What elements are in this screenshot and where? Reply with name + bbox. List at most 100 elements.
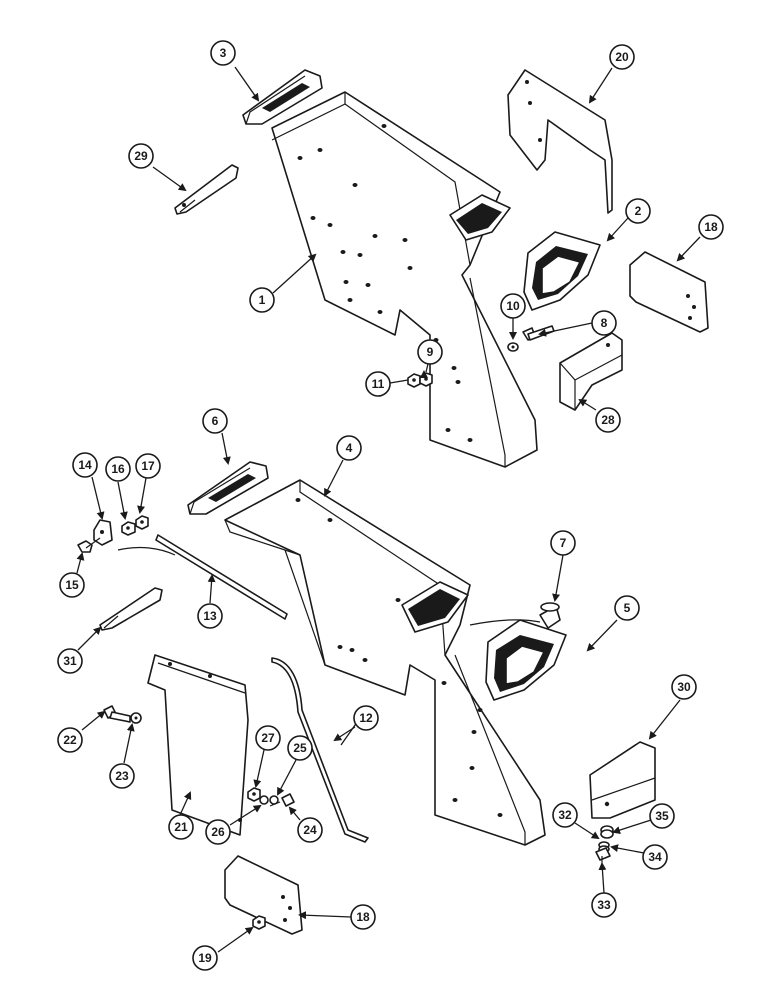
nut-11: [407, 373, 421, 388]
callout-12: 12: [353, 705, 379, 731]
callout-30: 30: [671, 674, 697, 700]
callout-13: 13: [197, 603, 223, 629]
svg-text:34: 34: [648, 850, 662, 864]
bolt-32: [595, 847, 611, 870]
callout-3: 3: [210, 40, 236, 66]
top-trim-lower: [187, 461, 269, 515]
callout-29: 29: [128, 143, 154, 169]
svg-text:9: 9: [427, 345, 434, 359]
hose-lower: [469, 619, 541, 626]
svg-text:35: 35: [655, 809, 669, 823]
side-plate-upper: [507, 69, 613, 214]
callout-4: 4: [336, 435, 362, 461]
callout-16: 16: [105, 456, 131, 482]
callout-26: 26: [205, 819, 231, 845]
callout-18-lower: 18: [350, 904, 376, 930]
callout-7: 7: [550, 530, 576, 556]
grille-lower: [485, 619, 567, 701]
svg-text:17: 17: [141, 459, 155, 473]
svg-text:22: 22: [63, 733, 77, 747]
nut-19: [252, 915, 266, 930]
mud-flap: [147, 654, 249, 836]
callout-35: 35: [649, 803, 675, 829]
svg-text:11: 11: [372, 377, 385, 391]
callout-5: 5: [614, 595, 640, 621]
callout-23: 23: [109, 763, 135, 789]
small-bracket-lower: [99, 587, 163, 631]
svg-text:25: 25: [293, 741, 307, 755]
svg-text:8: 8: [601, 316, 608, 330]
lower-fender-panel: [224, 479, 546, 846]
svg-text:4: 4: [346, 441, 353, 455]
leader-lines: [76, 66, 701, 953]
nut-27: [247, 787, 261, 802]
clip: [93, 519, 113, 546]
bushing: [539, 602, 561, 629]
callout-20: 20: [609, 44, 635, 70]
svg-text:5: 5: [624, 601, 631, 615]
upper-fender-panel: [271, 91, 538, 468]
svg-text:7: 7: [560, 536, 567, 550]
svg-text:14: 14: [78, 458, 92, 472]
callout-14: 14: [72, 452, 98, 478]
nut-9: [419, 372, 433, 387]
svg-text:27: 27: [261, 731, 275, 745]
washer-35: [600, 825, 614, 839]
callout-21: 21: [168, 814, 194, 840]
callout-17: 17: [135, 453, 161, 479]
callout-32: 33: [591, 892, 617, 918]
svg-text:33: 33: [597, 898, 611, 912]
svg-text:16: 16: [111, 462, 125, 476]
nut-17: [135, 515, 149, 530]
rod: [155, 534, 288, 620]
wedge-bracket-lower: [589, 741, 656, 819]
callout-24: 24: [297, 817, 323, 843]
plate-lower: [224, 855, 303, 935]
bolt-8: [522, 325, 555, 341]
plate-upper: [629, 251, 709, 333]
callout-6: 6: [202, 408, 228, 434]
wedge-bracket-upper: [559, 332, 623, 411]
callout-19: 19: [192, 945, 218, 971]
svg-text:29: 29: [134, 149, 148, 163]
small-bracket-upper: [174, 164, 239, 215]
callout-1: 1: [249, 287, 275, 313]
svg-text:26: 26: [211, 825, 225, 839]
callout-8: 8: [591, 310, 617, 336]
washer-26: [259, 795, 269, 805]
callout-33: 32: [552, 802, 578, 828]
nut-16: [121, 521, 136, 536]
svg-text:20: 20: [615, 50, 629, 64]
callout-22: 22: [57, 727, 83, 753]
svg-text:3: 3: [220, 46, 227, 60]
svg-text:18: 18: [356, 910, 370, 924]
washer-10: [507, 342, 519, 352]
svg-text:1: 1: [259, 293, 266, 307]
callout-9: 9: [417, 339, 443, 365]
svg-text:6: 6: [212, 414, 219, 428]
svg-text:15: 15: [65, 578, 79, 592]
hose-upper: [117, 546, 176, 556]
callout-18-upper: 18: [698, 214, 724, 240]
callout-27: 27: [255, 725, 281, 751]
svg-text:24: 24: [303, 823, 317, 837]
callout-11: 11: [365, 371, 391, 397]
callout-25: 25: [287, 735, 313, 761]
callout-10: 10: [500, 293, 526, 319]
callout-15: 15: [59, 572, 85, 598]
bolt-15: [77, 537, 101, 553]
svg-text:32: 32: [558, 808, 572, 822]
svg-text:18: 18: [704, 220, 718, 234]
top-trim-upper: [242, 69, 323, 125]
svg-text:2: 2: [635, 204, 642, 218]
callout-28: 28: [595, 407, 621, 433]
bolt-22: [103, 705, 131, 723]
svg-text:23: 23: [115, 769, 129, 783]
grille-upper: [523, 231, 601, 311]
svg-text:13: 13: [203, 609, 217, 623]
callout-2: 2: [625, 198, 651, 224]
panel-holes: [297, 124, 473, 442]
callout-31: 31: [57, 648, 83, 674]
callout-34: 34: [642, 844, 668, 870]
